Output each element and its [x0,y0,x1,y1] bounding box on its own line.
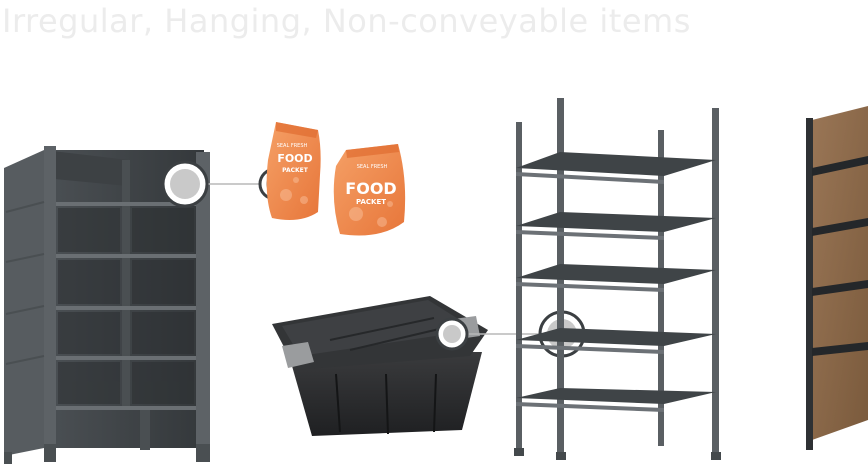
packet-left-food-label: FOOD [277,152,312,165]
page-title: Irregular, Hanging, Non-conveyable items [2,2,691,40]
packet-left-small-text: SEAL FRESH [277,143,308,149]
packet-right-packet-label: PACKET [356,198,386,206]
packet-right-small-text: SEAL FRESH [357,164,388,170]
food-packet-right [333,144,406,236]
food-packet-left [266,122,321,220]
rack-shelves [516,152,716,412]
pigeonhole-cabinet [4,146,210,464]
packet-left-packet-label: PACKET [282,167,309,174]
open-shelving-rack [514,98,721,460]
storage-tote [272,296,488,436]
pegboard-panel [806,106,868,450]
packet-right-food-label: FOOD [345,179,396,198]
